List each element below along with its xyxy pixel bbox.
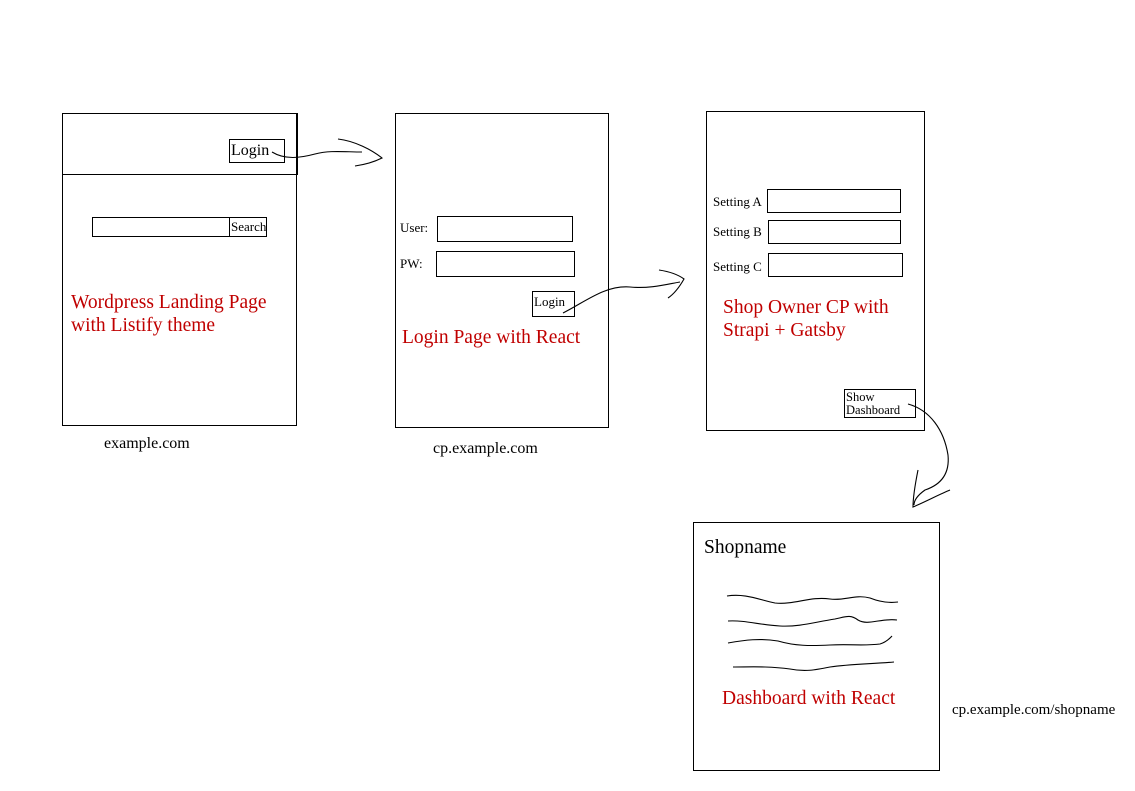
show-dashboard-line1: Show — [846, 390, 875, 404]
dashboard-caption: Dashboard with React — [722, 688, 896, 709]
setting-a-label: Setting A — [713, 194, 762, 209]
landing-caption-line2: with Listify theme — [71, 315, 216, 336]
login-submit-label: Login — [534, 294, 566, 309]
login-caption: Login Page with React — [402, 327, 581, 348]
dashboard-title: Shopname — [704, 537, 787, 558]
setting-c-label: Setting C — [713, 259, 762, 274]
setting-a-input[interactable] — [767, 189, 901, 213]
cp-caption-line2: Strapi + Gatsby — [723, 320, 846, 341]
dashboard-frame — [693, 522, 940, 771]
show-dashboard-label: Show Dashboard — [846, 391, 900, 417]
show-dashboard-line2: Dashboard — [846, 403, 901, 417]
landing-caption: Wordpress Landing Page with Listify them… — [71, 291, 267, 337]
login-submit-button[interactable]: Login — [532, 291, 575, 317]
cp-caption: Shop Owner CP with Strapi + Gatsby — [723, 296, 889, 342]
landing-url: example.com — [104, 435, 190, 452]
setting-b-label: Setting B — [713, 224, 762, 239]
login-pw-input[interactable] — [436, 251, 575, 277]
setting-c-input[interactable] — [768, 253, 903, 277]
landing-login-label: Login — [231, 142, 270, 159]
landing-search-input[interactable] — [92, 217, 230, 237]
arrow-cp-to-dashboard-head — [912, 469, 951, 508]
login-pw-label: PW: — [400, 256, 423, 271]
login-user-input[interactable] — [437, 216, 573, 242]
landing-search-button[interactable]: Search — [229, 217, 267, 237]
show-dashboard-button[interactable]: Show Dashboard — [844, 389, 916, 418]
arrow-login-to-cp-head — [658, 269, 685, 299]
login-user-label: User: — [400, 220, 429, 235]
cp-caption-line1: Shop Owner CP with — [723, 297, 889, 318]
landing-page-frame — [62, 113, 297, 426]
landing-search-label: Search — [231, 219, 267, 234]
dashboard-url: cp.example.com/shopname — [952, 702, 1116, 718]
landing-header-bar — [62, 113, 298, 175]
arrow-landing-to-login-head — [337, 138, 384, 167]
landing-login-button[interactable]: Login — [229, 139, 285, 163]
login-url: cp.example.com — [433, 440, 538, 457]
landing-caption-line1: Wordpress Landing Page — [71, 292, 267, 313]
setting-b-input[interactable] — [768, 220, 901, 244]
